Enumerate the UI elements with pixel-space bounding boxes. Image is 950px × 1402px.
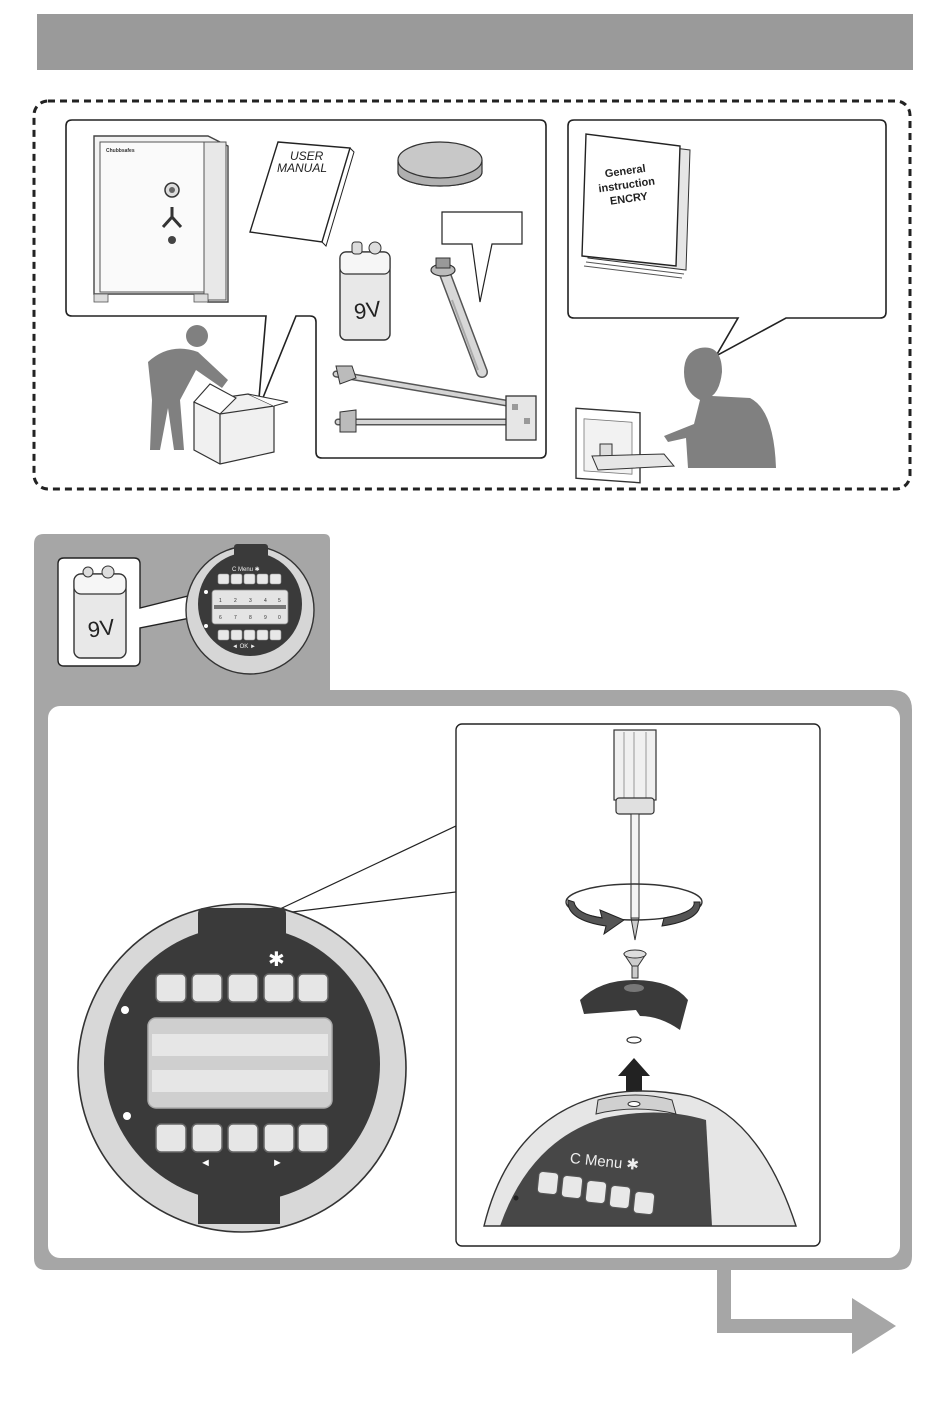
- small-display-d6: 6: [219, 615, 222, 621]
- small-display-d0: 0: [278, 615, 281, 621]
- safe-brand-label: Chubbsafes: [106, 148, 135, 154]
- battery-step-label: 9V: [86, 614, 116, 643]
- small-display-d4: 4: [264, 598, 267, 604]
- instruction-booklet-illustration: General instruction ENCRY: [582, 134, 690, 278]
- battery-label: 9V: [352, 296, 382, 325]
- large-keypad-star: ✱: [268, 949, 285, 971]
- small-display-d8: 8: [249, 615, 252, 621]
- manual-title-line2: MANUAL: [277, 161, 327, 175]
- small-keypad-illustration: C Menu ✱ 1 2 3 4 5 6 7 8 9 0 ◄ OK ►: [186, 544, 314, 674]
- battery-illustration: 9V: [340, 242, 390, 340]
- small-keypad-footer: ◄ OK ►: [232, 644, 256, 650]
- small-display-d2: 2: [234, 598, 237, 604]
- person-computer-illustration: [576, 348, 776, 483]
- small-display-d3: 3: [249, 598, 252, 604]
- small-display-d9: 9: [264, 615, 267, 621]
- safe-illustration: Chubbsafes: [94, 136, 228, 302]
- small-display-d7: 7: [234, 615, 237, 621]
- small-keypad-header: C Menu ✱: [232, 566, 260, 573]
- small-display-d5: 5: [278, 598, 281, 604]
- cover-cap-illustration: [398, 142, 482, 186]
- large-keypad-left-arrow: ◄: [200, 1157, 211, 1169]
- screwdriver-detail-box: C Menu ✱: [456, 724, 820, 1246]
- small-display-d1: 1: [219, 598, 222, 604]
- next-page-arrow: [724, 1270, 896, 1354]
- large-keypad-right-arrow: ►: [272, 1157, 283, 1169]
